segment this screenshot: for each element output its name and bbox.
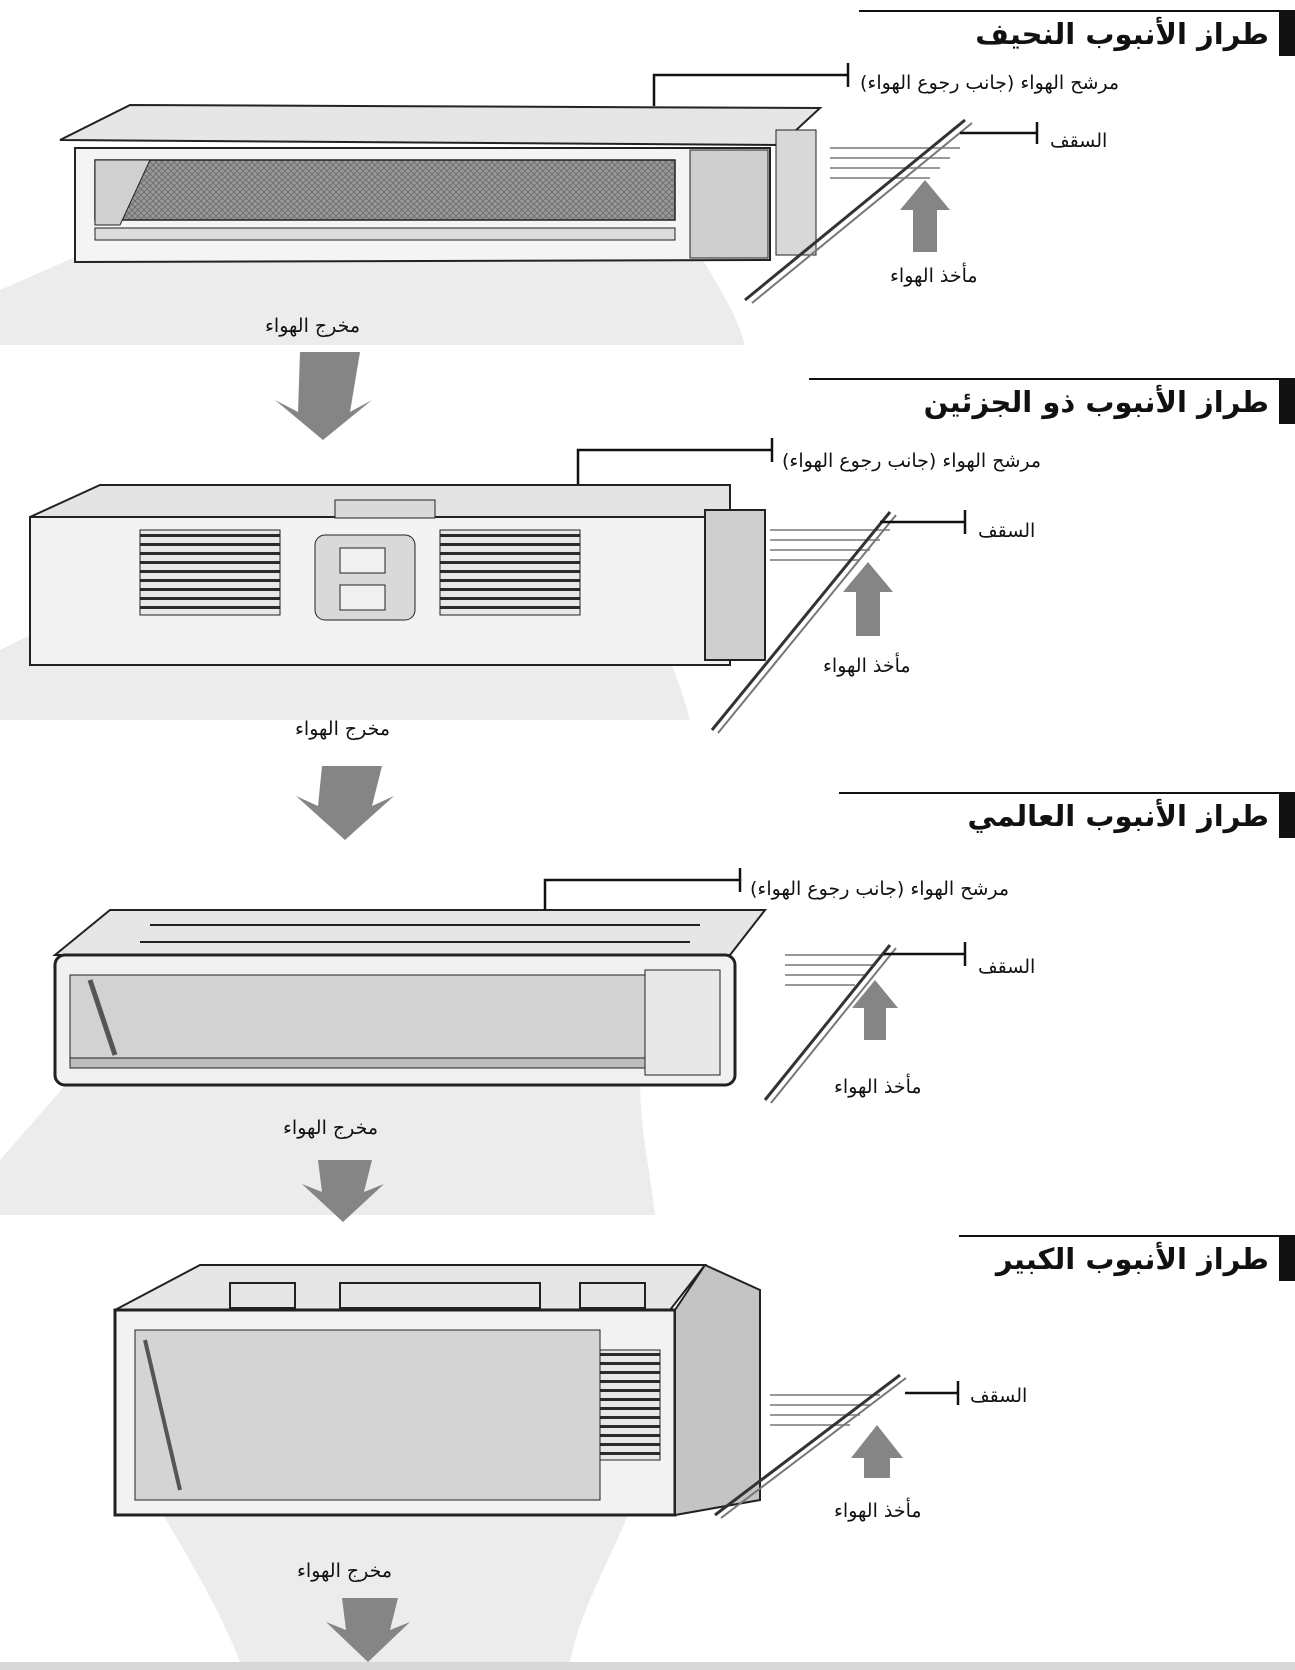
section-title: طراز الأنبوب الكبير [959, 1235, 1295, 1281]
air-filter-label: مرشح الهواء (جانب رجوع الهواء) [860, 72, 1119, 94]
global-duct-unit [55, 910, 765, 1085]
slim-duct-airflow [0, 255, 745, 345]
air-intake-label: مأخذ الهواء [834, 1076, 922, 1098]
global-duct-intake-arrow [852, 980, 898, 1040]
air-filter-label: مرشح الهواء (جانب رجوع الهواء) [750, 878, 1009, 900]
air-outlet-label: مخرج الهواء [265, 315, 360, 337]
slim-duct-unit [60, 105, 820, 262]
page-bottom-edge [0, 1662, 1295, 1670]
big-duct-unit [115, 1265, 760, 1515]
two-part-duct-intake-arrow [843, 562, 893, 636]
air-filter-label: مرشح الهواء (جانب رجوع الهواء) [782, 450, 1041, 472]
air-intake-label: مأخذ الهواء [890, 265, 978, 287]
air-intake-label: مأخذ الهواء [823, 655, 911, 677]
air-intake-label: مأخذ الهواء [834, 1500, 922, 1522]
section-title: طراز الأنبوب العالمي [839, 792, 1295, 838]
big-duct-intake-arrow [851, 1425, 903, 1478]
ceiling-label: السقف [978, 520, 1035, 542]
slim-duct-outlet-arrow [275, 352, 372, 440]
two-part-duct-outlet-arrow [296, 766, 394, 840]
ceiling-label: السقف [970, 1385, 1027, 1407]
section-title: طراز الأنبوب النحيف [859, 10, 1295, 56]
two-part-duct-unit [30, 485, 765, 665]
air-outlet-label: مخرج الهواء [297, 1560, 392, 1582]
air-outlet-label: مخرج الهواء [295, 718, 390, 740]
slim-duct-intake-arrow [900, 180, 950, 252]
air-outlet-label: مخرج الهواء [283, 1117, 378, 1139]
big-duct-leaders [905, 1381, 958, 1405]
ceiling-label: السقف [978, 956, 1035, 978]
ceiling-label: السقف [1050, 130, 1107, 152]
big-duct-airflow [160, 1510, 630, 1662]
section-title: طراز الأنبوب ذو الجزئين [809, 378, 1295, 424]
